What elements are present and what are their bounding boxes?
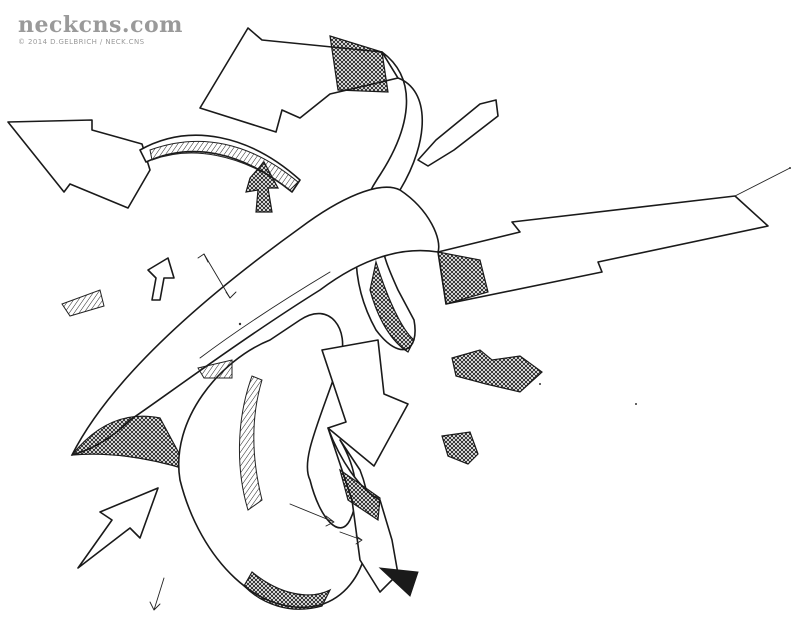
small-up-arrow	[147, 257, 175, 301]
hatched-up-arrow	[245, 160, 280, 213]
hatched-patch-lower-right	[441, 431, 479, 465]
watermark: neckcns.com © 2014 D.GELBRICH / NECK.CNS	[18, 14, 183, 46]
main-diagonal-ribbon	[70, 186, 440, 472]
bottom-left-arrow	[77, 487, 159, 569]
top-right-dart	[417, 99, 499, 167]
upper-band	[139, 134, 301, 193]
right-long-ribbon-arrow	[437, 167, 791, 305]
small-line-arrow-3	[149, 577, 165, 611]
center-down-arrow	[321, 339, 409, 593]
top-arrow	[199, 27, 399, 133]
lower-ribbon-loop	[177, 312, 371, 610]
hatched-patch-right	[451, 349, 543, 393]
double-headed-arrow	[197, 253, 237, 299]
hatched-patch-left	[61, 289, 105, 317]
hatched-patch-mid	[197, 359, 233, 379]
small-line-arrow-2	[339, 531, 363, 545]
watermark-copyright: © 2014 D.GELBRICH / NECK.CNS	[18, 38, 145, 46]
watermark-site: neckcns.com	[18, 12, 183, 38]
sketch-dots	[238, 167, 791, 405]
left-arrow	[7, 119, 151, 209]
bottom-black-arrowhead	[378, 567, 419, 597]
small-line-arrow-1	[289, 503, 335, 527]
